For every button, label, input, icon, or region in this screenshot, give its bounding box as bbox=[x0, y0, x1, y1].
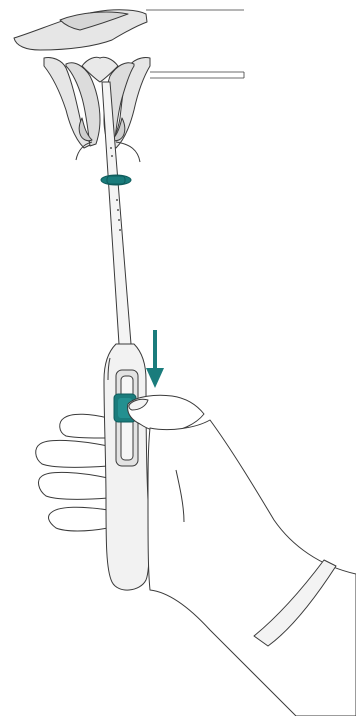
uterine-fundus bbox=[81, 56, 119, 83]
gloved-hand-front bbox=[127, 394, 356, 716]
cervix-left bbox=[78, 117, 93, 142]
cervical-stop-collar bbox=[106, 175, 126, 185]
catheter-mark bbox=[116, 199, 118, 201]
handle-ridge bbox=[107, 357, 111, 381]
upper-organ-fold bbox=[59, 11, 129, 31]
catheter-mark bbox=[111, 155, 113, 157]
catheter-markings bbox=[110, 147, 121, 231]
arrow-head bbox=[146, 368, 164, 388]
arrow-shaft bbox=[153, 330, 157, 372]
catheter-mark bbox=[119, 229, 121, 231]
catheter-mark bbox=[110, 147, 112, 149]
vaginal-wall-right bbox=[115, 141, 141, 163]
gloved-hand bbox=[35, 413, 109, 532]
vaginal-wall-left bbox=[75, 141, 93, 161]
cervix-right bbox=[111, 117, 126, 142]
plunger-handle bbox=[103, 343, 150, 591]
thumb bbox=[127, 394, 205, 433]
ring-finger bbox=[38, 471, 109, 500]
little-finger bbox=[48, 506, 109, 532]
push-down-arrow-icon bbox=[146, 330, 164, 388]
middle-finger bbox=[35, 439, 109, 468]
glove-cuff bbox=[253, 559, 337, 647]
palm bbox=[147, 419, 356, 716]
catheter-mark bbox=[117, 209, 119, 211]
thumb-nail bbox=[128, 398, 149, 411]
uterus-anatomy bbox=[13, 9, 245, 163]
palm-crease bbox=[175, 469, 185, 523]
uterus-left-wall bbox=[65, 62, 101, 147]
catheter-mark bbox=[118, 219, 120, 221]
index-finger bbox=[59, 413, 109, 439]
